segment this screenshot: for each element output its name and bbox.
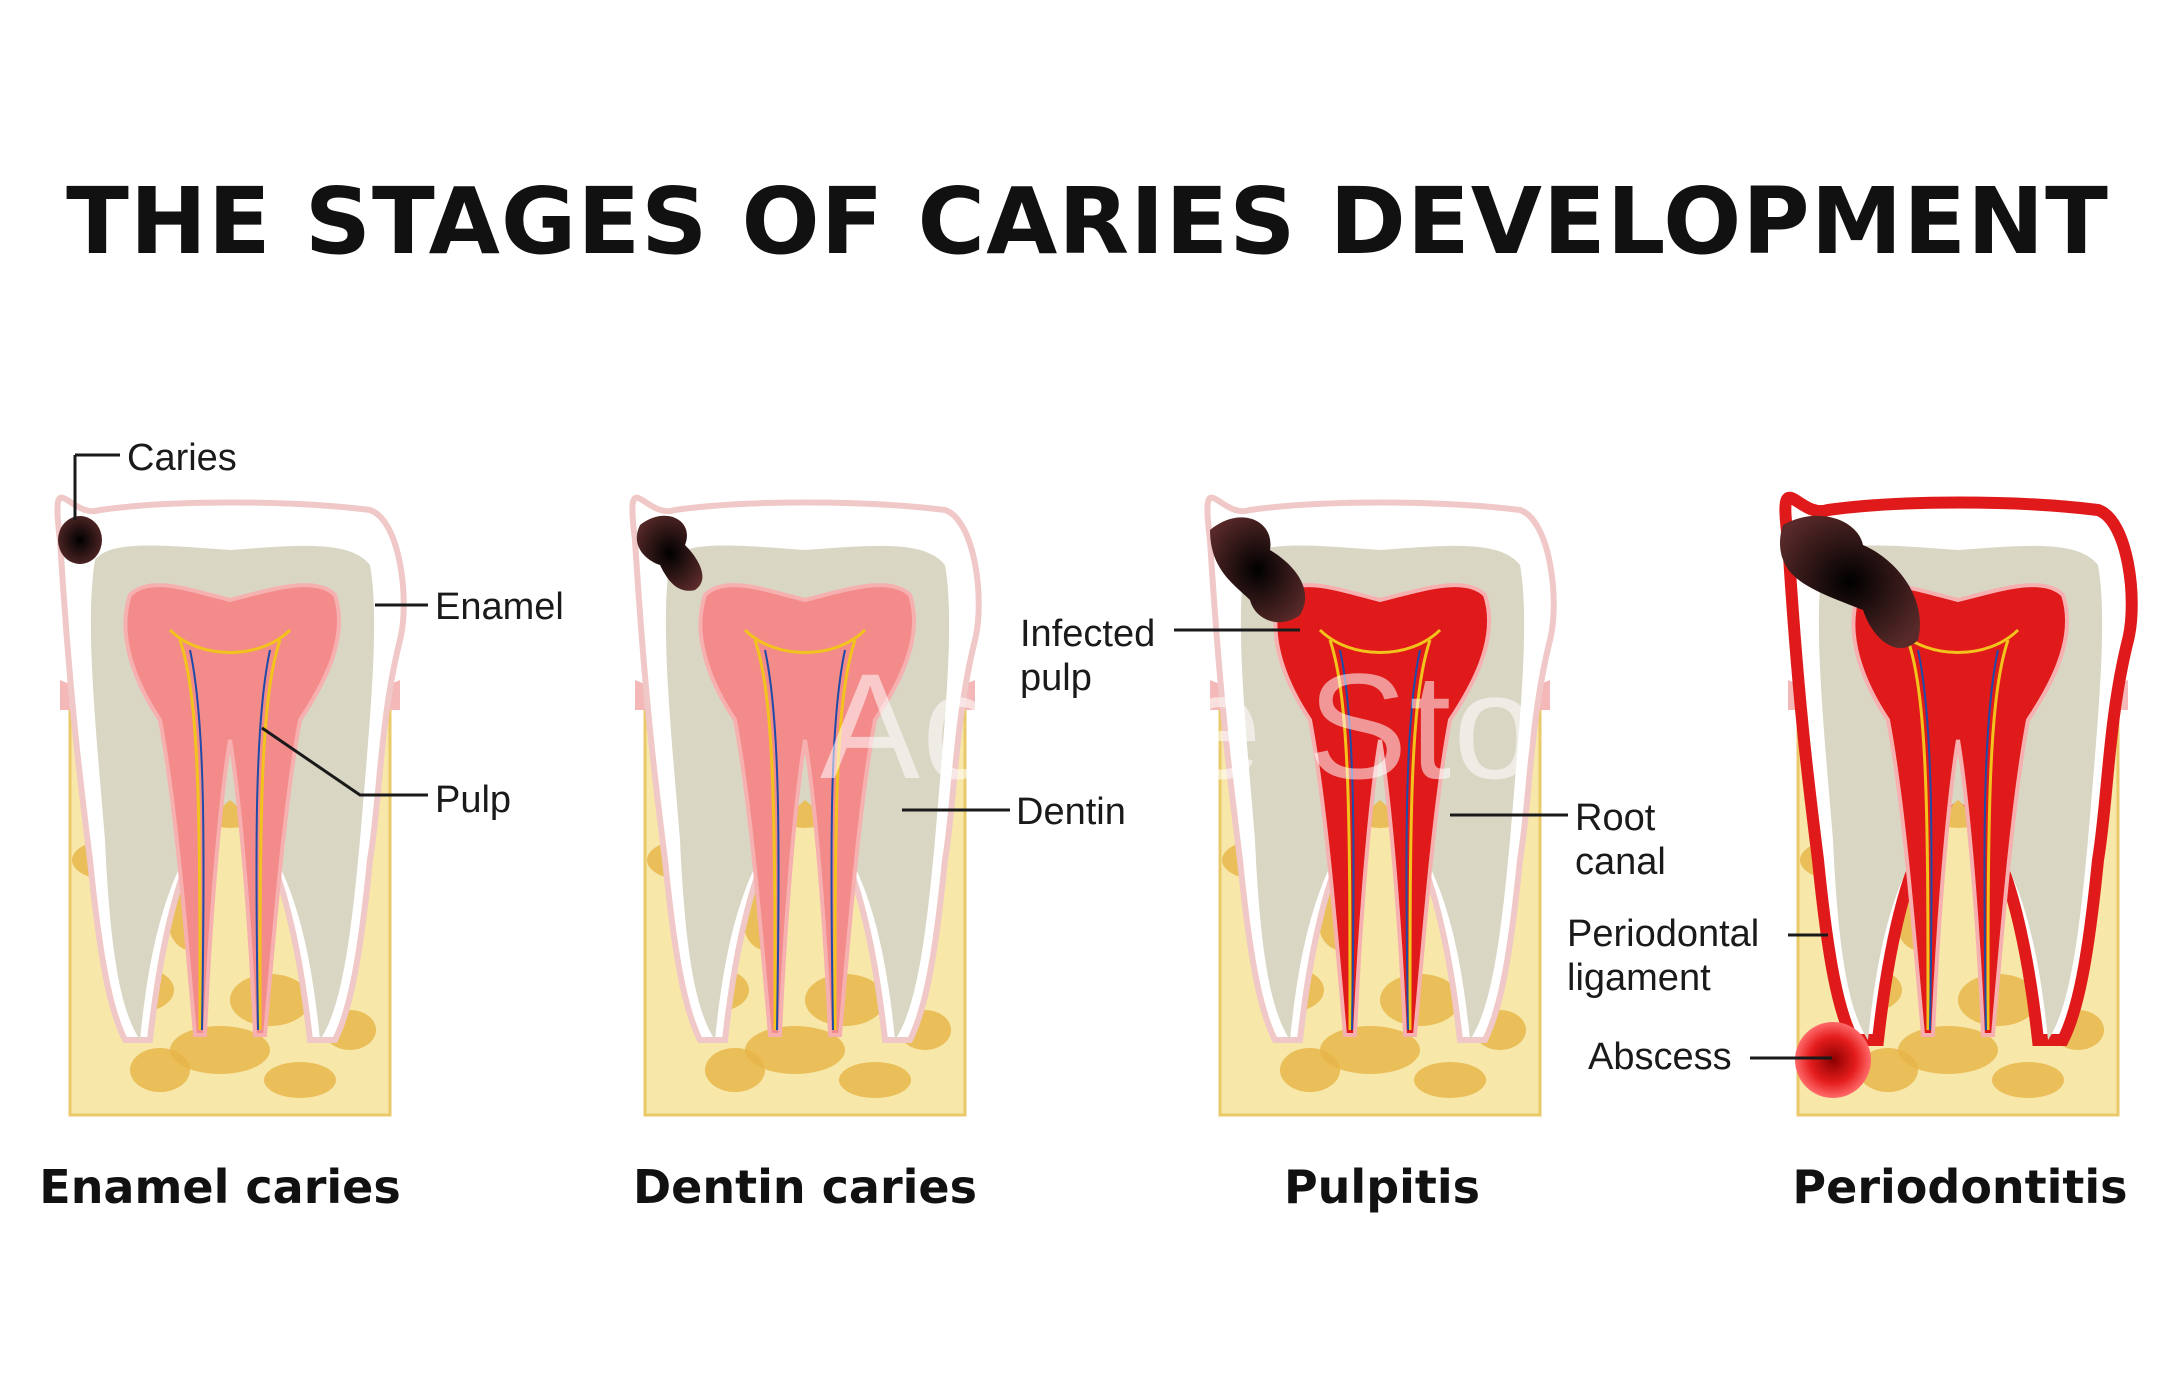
- stage-label-dentin-caries: Dentin caries: [633, 1160, 977, 1214]
- bone-cavity: [1858, 1048, 1918, 1092]
- caries-lesion: [1780, 515, 1920, 649]
- pulp: [123, 583, 342, 1037]
- watermark: Adobe Stock: [820, 642, 1693, 810]
- bone-cavity: [705, 1048, 765, 1092]
- caries-lesion: [636, 515, 703, 591]
- bone-cavity: [1280, 1048, 1340, 1092]
- stage-label-periodontitis: Periodontitis: [1792, 1160, 2128, 1214]
- tooth-dentin-caries: [629, 494, 982, 1117]
- tooth-periodontitis: [1779, 491, 2138, 1117]
- abscess: [1795, 1022, 1871, 1098]
- pulp: [1273, 583, 1492, 1037]
- bone-cavity: [130, 1048, 190, 1092]
- pulp: [1851, 583, 2070, 1037]
- bone-cavity: [1992, 1062, 2064, 1098]
- bone-cavity: [264, 1062, 336, 1098]
- bone-cavity: [1898, 1026, 1998, 1074]
- nerve: [168, 628, 292, 1031]
- pulp: [698, 583, 917, 1037]
- tooth-enamel-caries: [54, 494, 407, 1117]
- bone-cavity: [745, 1026, 845, 1074]
- leader-pulp: [261, 726, 428, 797]
- caries-lesion: [1210, 517, 1306, 623]
- callout-enamel: Enamel: [435, 586, 564, 628]
- blood-vessel: [764, 649, 846, 1031]
- callout-infected-pulp: Infected pulp: [1020, 613, 1156, 699]
- bone-cavity: [839, 1062, 911, 1098]
- leader-caries: [73, 453, 120, 520]
- caries-lesion: [58, 516, 102, 564]
- blood-vessel: [1339, 649, 1421, 1031]
- bone-cavity: [1320, 1026, 1420, 1074]
- callout-pulp: Pulp: [435, 779, 512, 821]
- bone-cavity: [1414, 1062, 1486, 1098]
- callout-root-canal: Root canal: [1575, 797, 1666, 883]
- nerve: [1318, 628, 1442, 1031]
- blood-vessel: [1917, 649, 1999, 1031]
- stage-label-enamel-caries: Enamel caries: [39, 1160, 401, 1214]
- callout-caries: Caries: [127, 437, 237, 479]
- stage-label-pulpitis: Pulpitis: [1283, 1160, 1481, 1214]
- page-title: THE STAGES OF CARIES DEVELOPMENT: [66, 168, 2109, 275]
- callout-periodontal-ligament: Periodontal ligament: [1567, 913, 1760, 999]
- nerve: [743, 628, 867, 1031]
- tooth-pulpitis: [1204, 494, 1557, 1117]
- blood-vessel: [189, 649, 271, 1031]
- callout-abscess: Abscess: [1588, 1036, 1732, 1078]
- bone-cavity: [170, 1026, 270, 1074]
- callout-dentin: Dentin: [1016, 791, 1126, 833]
